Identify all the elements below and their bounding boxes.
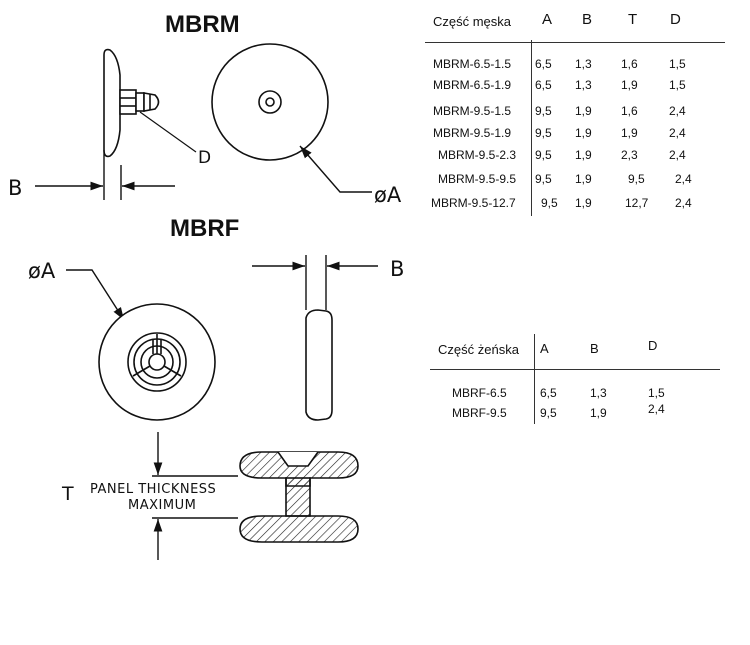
female-table-cell: MBRF-9.5 (452, 406, 507, 420)
male-table-cell: 1,9 (575, 196, 592, 210)
male-table-cell: 1,5 (669, 78, 686, 92)
male-table-cell: 1,6 (621, 57, 638, 71)
male-table-cell: 6,5 (535, 78, 552, 92)
mbrf-front-view (98, 303, 216, 421)
male-header-d: D (670, 11, 681, 28)
female-header-d: D (648, 338, 658, 353)
d-leader (139, 111, 197, 153)
female-header-a: A (540, 341, 549, 356)
dim-d-label: D (198, 148, 211, 168)
dim-b-right-label: B (390, 257, 404, 281)
dim-b-label: B (8, 176, 22, 200)
mbrm-b-dimension (35, 150, 175, 200)
mbrm-side-view (103, 48, 160, 158)
male-table-cell: MBRM-9.5-12.7 (431, 196, 516, 210)
male-table-cell: 2,4 (675, 172, 692, 186)
mbrf-b-dimension (252, 255, 378, 310)
dim-t-label: T (61, 483, 74, 505)
female-table-cell: 6,5 (540, 386, 557, 400)
t-dimension (152, 432, 238, 560)
mbrm-front-view (211, 43, 329, 161)
male-table-cell: 9,5 (535, 148, 552, 162)
male-table-cell: 1,6 (621, 104, 638, 118)
male-table-cell: 1,9 (575, 148, 592, 162)
male-table-cell: 2,4 (669, 126, 686, 140)
mbrm-a-leader (299, 145, 372, 193)
male-table-cell: 2,4 (675, 196, 692, 210)
male-table-cell: 9,5 (535, 172, 552, 186)
panel-note-line1: PANEL THICKNESS (90, 482, 216, 497)
male-table-cell: 1,9 (575, 104, 592, 118)
male-table-cell: MBRM-6.5-1.5 (433, 57, 512, 71)
male-table-cell: 1,9 (621, 78, 638, 92)
dim-phi-a-label: øA (374, 183, 402, 207)
male-table-cell: 12,7 (625, 196, 649, 210)
male-table-cell: MBRM-9.5-9.5 (438, 172, 517, 186)
male-header-t: T (628, 11, 638, 28)
male-table-cell: MBRM-9.5-2.3 (438, 148, 517, 162)
female-table-cell: 1,5 (648, 386, 665, 400)
male-table-cell: 1,9 (575, 126, 592, 140)
male-table-cell: MBRM-9.5-1.9 (433, 126, 512, 140)
male-table-cell: 2,3 (621, 148, 638, 162)
male-table-cell: 1,3 (575, 78, 592, 92)
female-table-cell: 1,3 (590, 386, 607, 400)
male-table-cell: 2,4 (669, 148, 686, 162)
female-header-b: B (590, 341, 599, 356)
mbrf-side-view (305, 309, 333, 421)
female-table-cell: 2,4 (648, 402, 665, 416)
male-header-part: Część męska (433, 14, 512, 29)
mbrf-a-leader (66, 269, 125, 321)
dim-phi-a-left-label: øA (28, 259, 56, 283)
male-table-cell: 1,3 (575, 57, 592, 71)
male-table-cell: 9,5 (628, 172, 645, 186)
male-table-cell: 9,5 (535, 126, 552, 140)
female-table-cell: 9,5 (540, 406, 557, 420)
male-table-cell: 9,5 (535, 104, 552, 118)
female-table-cell: MBRF-6.5 (452, 386, 507, 400)
female-header-part: Część żeńska (438, 342, 519, 357)
male-header-a: A (542, 11, 553, 28)
mbrf-title: MBRF (170, 215, 239, 242)
mbrm-title: MBRM (165, 11, 240, 38)
male-table-cell: 1,5 (669, 57, 686, 71)
male-table-cell: 1,9 (621, 126, 638, 140)
male-table-cell: MBRM-9.5-1.5 (433, 104, 512, 118)
panel-note-line2: MAXIMUM (128, 498, 196, 513)
male-table-cell: 1,9 (575, 172, 592, 186)
female-table-cell: 1,9 (590, 406, 607, 420)
male-table: Część męska A B T D MBRM-6.5-1.5 6,5 1,3 1,… (425, 0, 725, 220)
panel-cross-section (239, 451, 359, 543)
male-header-b: B (582, 11, 593, 28)
male-table-cell: 6,5 (535, 57, 552, 71)
male-table-cell: 2,4 (669, 104, 686, 118)
male-table-cell: MBRM-6.5-1.9 (433, 78, 512, 92)
male-table-cell: 9,5 (541, 196, 558, 210)
